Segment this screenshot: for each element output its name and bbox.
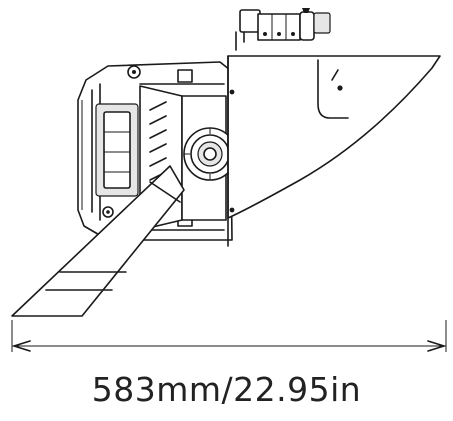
- dimension-label: 583mm/22.95in: [91, 370, 362, 409]
- top-connector: [235, 8, 331, 51]
- dimension-line: [11, 320, 447, 352]
- vent-slots: [149, 101, 167, 181]
- mounting-arm: [11, 165, 185, 317]
- yoke-plate: [227, 55, 441, 247]
